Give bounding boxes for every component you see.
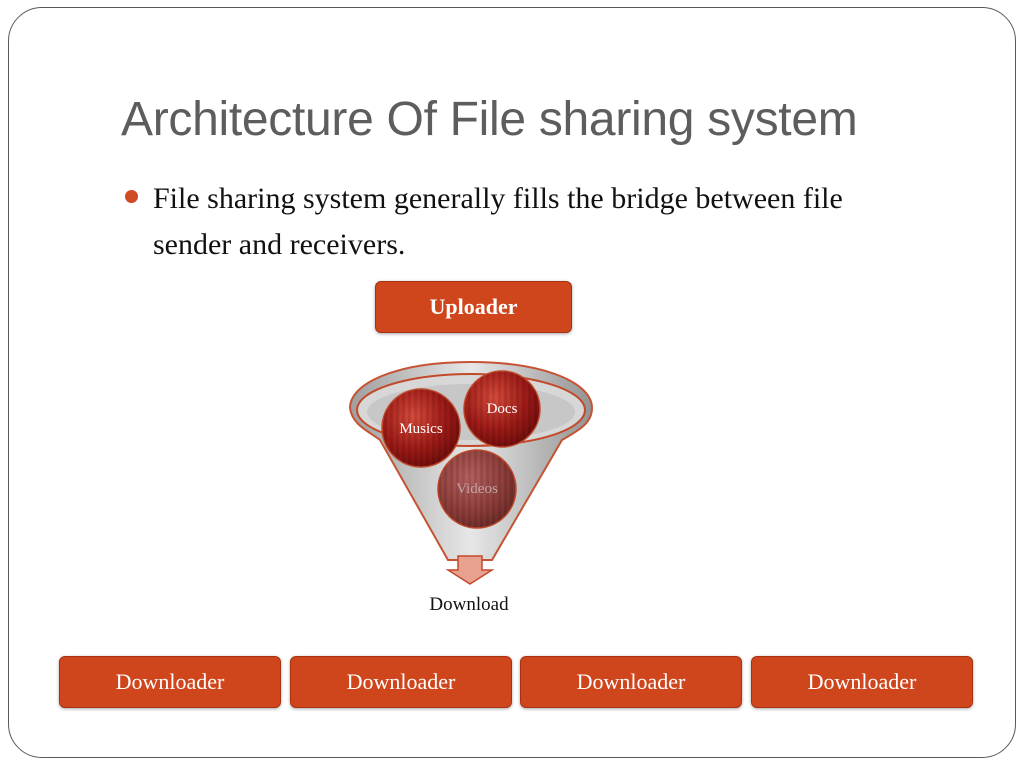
sphere-label-musics: Musics <box>399 421 443 437</box>
downloader-box: Downloader <box>59 656 281 708</box>
sphere-label-docs: Docs <box>487 401 518 417</box>
sphere-label-videos: Videos <box>456 481 498 497</box>
downloader-box: Downloader <box>751 656 973 708</box>
down-arrow-icon <box>445 555 495 585</box>
sphere-musics: Musics <box>381 388 461 468</box>
downloader-box: Downloader <box>290 656 512 708</box>
bullet-text: File sharing system generally fills the … <box>153 182 843 261</box>
sphere-videos: Videos <box>437 449 517 529</box>
downloader-box: Downloader <box>520 656 742 708</box>
uploader-box: Uploader <box>375 281 572 333</box>
bullet-list: File sharing system generally fills the … <box>122 176 922 268</box>
bullet-dot-icon <box>125 190 138 203</box>
slide-title: Architecture Of File sharing system <box>121 93 858 146</box>
sphere-docs: Docs <box>463 370 541 448</box>
download-label: Download <box>429 594 509 615</box>
bullet-item: File sharing system generally fills the … <box>122 176 922 268</box>
slide-frame: Architecture Of File sharing system File… <box>8 7 1016 758</box>
